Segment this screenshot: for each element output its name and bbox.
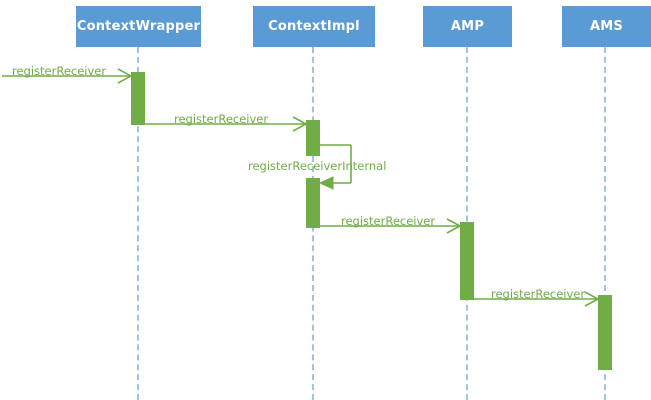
msg-5-label: registerReceiver [491,287,586,301]
lifeline-ams [604,47,606,400]
participant-label-amp: AMP [450,19,485,34]
msg-4-label: registerReceiver [341,214,436,228]
participant-header-ams[interactable]: AMS [562,6,651,47]
msg-2-arrowhead [292,116,308,132]
lifeline-contextwrapper [137,47,139,400]
participant-header-contextwrapper[interactable]: ContextWrapper [76,6,201,47]
msg-3-arrowhead [318,176,334,190]
participant-label-contextimpl: ContextImpl [268,19,360,34]
participant-label-ams: AMS [590,19,623,34]
act-contextwrapper[interactable] [131,72,145,125]
msg-1-arrowhead [117,68,133,84]
act-contextimpl-1[interactable] [306,120,320,156]
msg-4-arrowhead [446,218,462,234]
participant-label-contextwrapper: ContextWrapper [76,19,201,34]
msg-3-label: registerReceiverInternal [248,159,387,173]
act-ams[interactable] [598,295,612,370]
msg-1-label: registerReceiver [12,64,107,78]
participant-header-amp[interactable]: AMP [423,6,512,47]
participant-header-contextimpl[interactable]: ContextImpl [253,6,375,47]
msg-2-label: registerReceiver [174,112,269,126]
act-contextimpl-2[interactable] [306,178,320,228]
msg-5-arrowhead [584,291,600,307]
act-amp[interactable] [460,222,474,300]
